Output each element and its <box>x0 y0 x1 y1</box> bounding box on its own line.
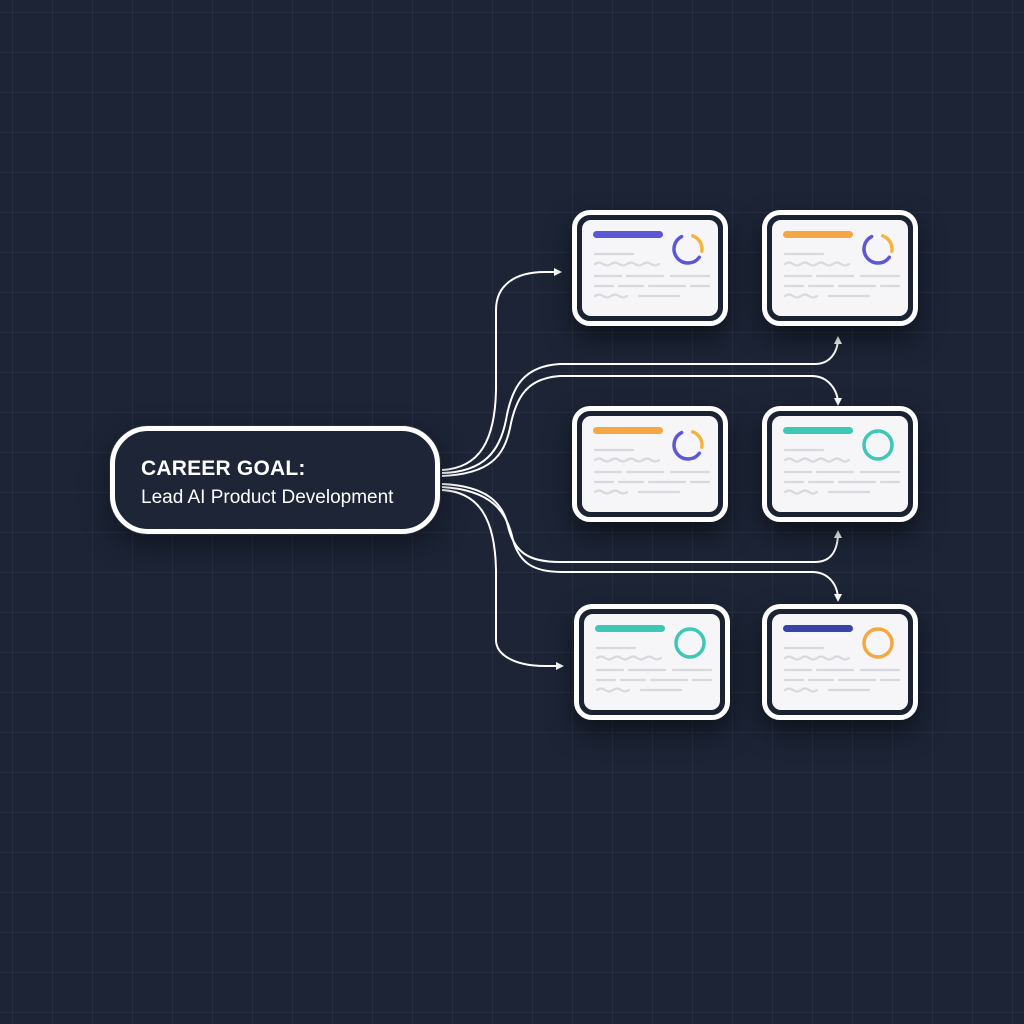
career-goal-subtitle: Lead AI Product Development <box>141 487 394 508</box>
card-header-bar <box>783 427 853 434</box>
card-body <box>772 416 908 512</box>
card-body <box>582 220 718 316</box>
progress-ring-icon <box>674 627 706 659</box>
placeholder-text-lines <box>593 448 711 495</box>
card-header-bar <box>593 231 663 238</box>
connector-to-card-4-lower <box>441 483 842 563</box>
card-body <box>772 220 908 316</box>
placeholder-text-lines <box>593 252 711 299</box>
card-header-bar <box>593 427 663 434</box>
career-goal-title: CAREER GOAL: <box>141 457 306 480</box>
card-header-bar <box>783 231 853 238</box>
progress-ring-icon <box>862 429 894 461</box>
progress-ring-icon <box>672 430 704 461</box>
card-header-bar <box>783 625 853 632</box>
step-card-4[interactable] <box>762 406 918 522</box>
card-body <box>582 416 718 512</box>
placeholder-text-lines <box>595 646 713 693</box>
progress-ring-icon <box>862 627 894 659</box>
connector-to-card-1 <box>441 268 562 471</box>
step-card-5[interactable] <box>574 604 730 720</box>
card-header-bar <box>595 625 665 632</box>
placeholder-text-lines <box>783 448 901 495</box>
connector-to-card-5 <box>441 489 564 670</box>
step-card-6[interactable] <box>762 604 918 720</box>
card-body <box>772 614 908 710</box>
connector-to-card-4 <box>441 375 842 477</box>
career-goal-node[interactable]: CAREER GOAL: Lead AI Product Development <box>110 426 440 534</box>
card-body <box>584 614 720 710</box>
connector-to-card-6 <box>441 486 842 602</box>
progress-ring-icon <box>862 234 894 265</box>
connector-to-card-2 <box>441 336 842 474</box>
progress-ring-icon <box>672 234 704 265</box>
step-card-2[interactable] <box>762 210 918 326</box>
placeholder-text-lines <box>783 646 901 693</box>
placeholder-text-lines <box>783 252 901 299</box>
step-card-1[interactable] <box>572 210 728 326</box>
step-card-3[interactable] <box>572 406 728 522</box>
